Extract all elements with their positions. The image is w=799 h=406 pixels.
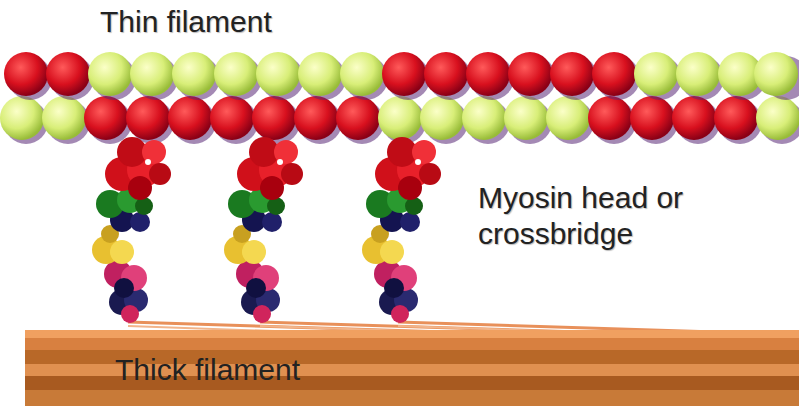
thick-filament-band: Thick filament [25,330,799,406]
filament-label: Thin filament [100,4,272,40]
myosin-heads [92,137,799,348]
part-label: Myosin head or crossbridge [478,180,758,252]
thin-filament-beads [0,52,799,144]
filament-label: Thick filament [115,352,300,388]
